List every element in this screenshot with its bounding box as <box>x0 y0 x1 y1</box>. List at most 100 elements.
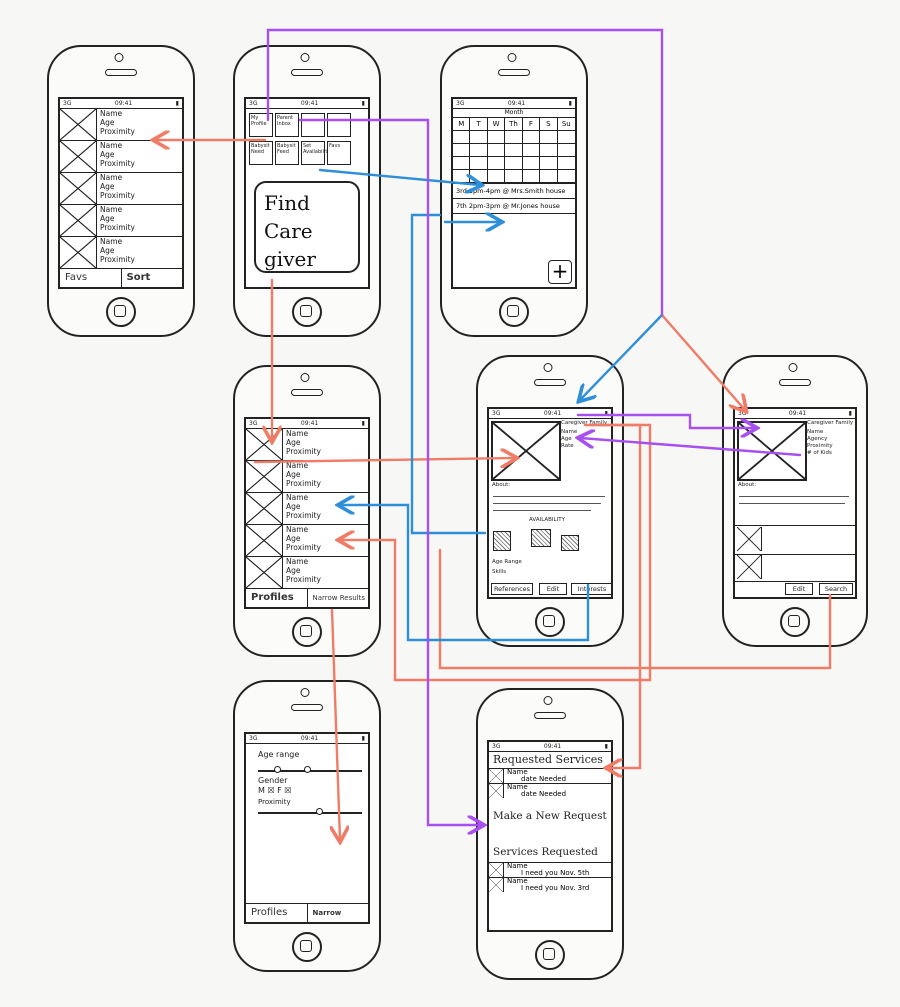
remove-icon[interactable] <box>489 878 504 892</box>
profile-toggle[interactable]: Caregiver Family <box>561 420 608 426</box>
search-button[interactable]: Search <box>819 583 853 595</box>
tile-set-availability[interactable]: Set Availability <box>301 141 330 165</box>
item-age: Age <box>286 502 301 511</box>
calendar-day-cell[interactable] <box>505 157 523 170</box>
tab-profiles[interactable]: Profiles <box>246 904 308 922</box>
home-button[interactable] <box>106 297 136 327</box>
home-button[interactable] <box>499 297 529 327</box>
gender-options[interactable]: M ☒ F ☒ <box>258 786 292 795</box>
calendar-day-cell[interactable] <box>522 157 541 170</box>
tile-blank-2[interactable] <box>327 113 351 137</box>
calendar-day-cell[interactable] <box>540 131 558 144</box>
home-button[interactable] <box>292 932 322 962</box>
proximity-knob[interactable] <box>316 808 323 815</box>
new-request-button[interactable]: Make a New Request <box>493 810 607 822</box>
calendar-day-cell[interactable] <box>522 170 541 183</box>
carrier-label: 3G <box>63 100 72 107</box>
find-caregiver-button[interactable]: Find Care giver <box>254 181 360 273</box>
calendar-day-cell[interactable] <box>453 144 471 157</box>
calendar-day-cell[interactable] <box>487 144 506 157</box>
calendar-day-cell[interactable] <box>470 157 488 170</box>
add-event-button[interactable]: + <box>548 260 572 284</box>
tile-blank-1[interactable] <box>301 113 325 137</box>
profile-toggle[interactable]: Caregiver Family <box>807 420 854 426</box>
tile-babysit-feed[interactable]: Babysit Feed <box>275 141 299 165</box>
home-button[interactable] <box>292 297 322 327</box>
tile-parent-inbox[interactable]: Parent Inbox <box>275 113 299 137</box>
calendar-day-cell[interactable] <box>557 144 575 157</box>
interests-button[interactable]: Interests <box>571 583 611 595</box>
tab-sort[interactable]: Sort <box>121 269 182 287</box>
home-button[interactable] <box>535 607 565 637</box>
availability-block-2[interactable] <box>531 529 551 547</box>
tab-favs[interactable]: Favs <box>60 269 122 287</box>
calendar-day-cell[interactable] <box>505 131 523 144</box>
calendar-day-cell[interactable] <box>522 131 541 144</box>
event-2[interactable]: 7th 2pm-3pm @ Mr.Jones house <box>453 199 575 214</box>
remove-icon[interactable] <box>489 784 504 798</box>
calendar-day-cell[interactable] <box>487 170 506 183</box>
home-button[interactable] <box>535 940 565 970</box>
calendar-day-cell[interactable] <box>557 170 575 183</box>
battery-icon: ▮ <box>848 410 852 417</box>
calendar-day-cell[interactable] <box>540 157 558 170</box>
event-1[interactable]: 3rd 1pm-4pm @ Mrs.Smith house <box>453 184 575 199</box>
availability-block-1[interactable] <box>493 531 511 551</box>
proximity-slider[interactable] <box>258 812 362 814</box>
calendar-day-cell[interactable] <box>487 131 506 144</box>
calendar-day-cell[interactable] <box>470 170 488 183</box>
references-button[interactable]: References <box>491 583 533 595</box>
age-range-knob-max[interactable] <box>304 766 311 773</box>
carrier-label: 3G <box>249 420 258 427</box>
remove-icon[interactable] <box>489 863 504 877</box>
calendar-day-cell[interactable] <box>557 131 575 144</box>
home-button[interactable] <box>780 607 810 637</box>
calendar-day-cell[interactable] <box>505 144 523 157</box>
calendar-day-cell[interactable] <box>505 170 523 183</box>
tile-my-profile[interactable]: My Profile <box>249 113 273 137</box>
age-range-knob-min[interactable] <box>274 766 281 773</box>
home-button[interactable] <box>292 617 322 647</box>
tab-narrow-results[interactable]: Narrow Results <box>312 594 366 602</box>
calendar-day-cell[interactable] <box>470 144 488 157</box>
calendar-day-cell[interactable] <box>540 170 558 183</box>
profiles-tabbar: Profiles Narrow Results <box>246 588 368 607</box>
tile-babysit-need[interactable]: Babysit Need <box>249 141 273 165</box>
calendar-day-cell[interactable] <box>453 157 471 170</box>
edit-button[interactable]: Edit <box>539 583 567 595</box>
calendar-day-cell[interactable] <box>453 170 471 183</box>
calendar-day-cell[interactable] <box>487 157 506 170</box>
calendar-day-cell[interactable] <box>557 157 575 170</box>
availability-block-3[interactable] <box>561 535 579 551</box>
item-age: Age <box>286 470 301 479</box>
tab-profiles[interactable]: Profiles <box>246 589 308 607</box>
calendar-day-cell[interactable] <box>540 144 558 157</box>
tab-narrow-results[interactable]: Narrow Results <box>307 904 368 922</box>
remove-icon[interactable] <box>489 769 504 783</box>
calendar-day-cell[interactable] <box>470 131 488 144</box>
edit-button[interactable]: Edit <box>785 583 813 595</box>
calendar-day-cell[interactable] <box>453 131 471 144</box>
kid-photo-placeholder <box>736 526 762 552</box>
clock-label: 09:41 <box>507 100 526 107</box>
carrier-label: 3G <box>456 100 465 107</box>
request-detail: I need you Nov. 5th <box>521 869 590 877</box>
calendar-day-cell[interactable] <box>522 144 541 157</box>
tile-favs[interactable]: Favs <box>327 141 351 165</box>
